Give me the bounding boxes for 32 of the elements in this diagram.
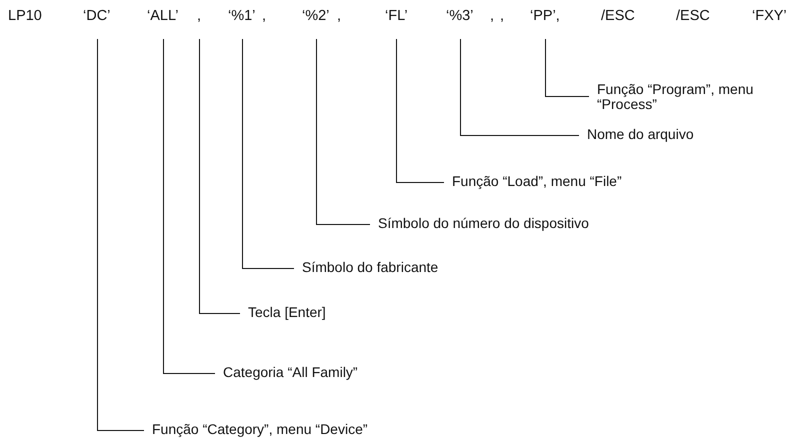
callout-label: Função “Category”, menu “Device” [152,422,368,437]
command-token: ‘ALL’ [147,8,178,25]
callout-label: Símbolo do fabricante [302,260,438,275]
callout-label: Função “Load”, menu “File” [452,174,622,189]
leader-line [396,38,444,183]
command-token: ‘PP’, [530,8,560,25]
command-token: , [197,8,202,25]
command-token: ‘%1’ [228,8,256,25]
command-token: /ESC [676,8,710,25]
command-token: ‘%2’ [302,8,330,25]
command-token: , [337,8,342,25]
leader-line [460,38,580,136]
leader-line [242,38,294,269]
command-token: ‘FXY’ [752,8,787,25]
leader-line [316,38,370,225]
command-token: ‘DC’ [83,8,110,25]
leader-line [97,38,144,431]
callout-label: Tecla [Enter] [248,305,326,320]
leader-line [163,38,216,374]
leader-line [199,38,240,314]
command-token: , [262,8,266,25]
command-token: LP10 [8,8,42,25]
command-token: , [500,8,504,25]
callout-label: Nome do arquivo [587,127,694,142]
leader-line [545,38,590,97]
command-token: /ESC [601,8,635,25]
command-token: ‘%3’ [446,8,474,25]
command-token: ‘FL’ [385,8,408,25]
command-token: , [490,8,494,25]
callout-label: Função “Program”, menu “Process” [597,82,797,112]
callout-label: Símbolo do número do dispositivo [378,216,589,231]
callout-label: Categoria “All Family” [223,365,358,380]
